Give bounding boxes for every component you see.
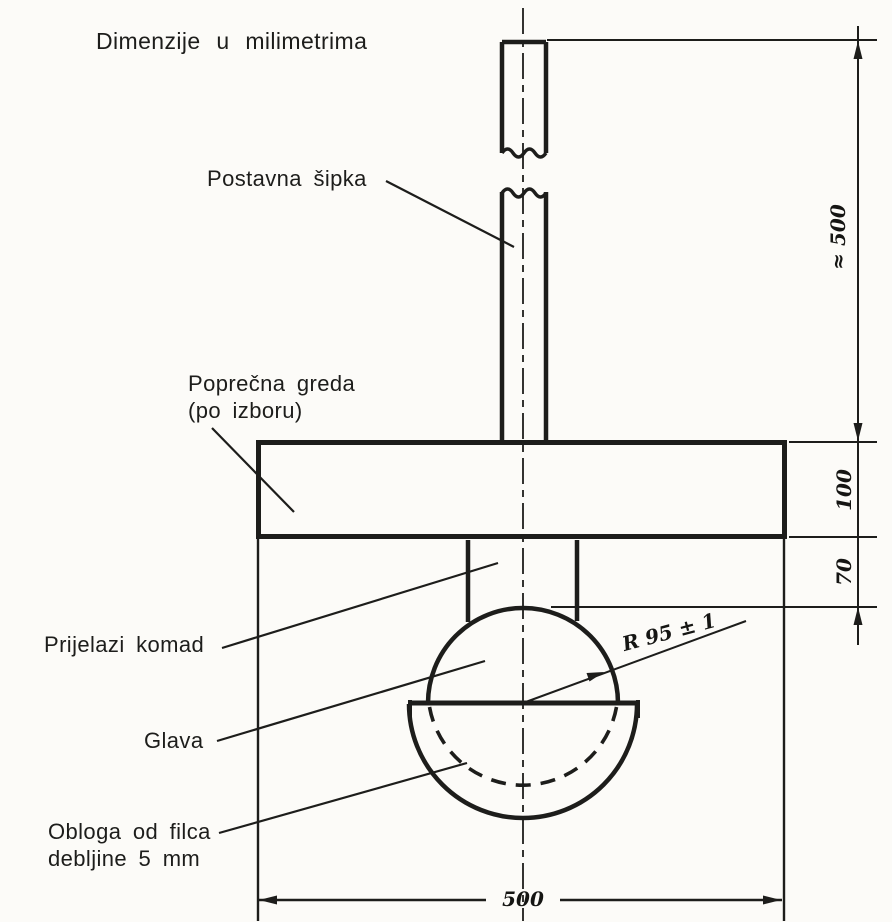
dim-rod-height: ≈ 500 bbox=[826, 204, 850, 270]
label-felt-line1: Obloga od filca bbox=[48, 819, 211, 844]
radius-line bbox=[522, 620, 747, 704]
cross-beam-shape bbox=[256, 440, 787, 539]
leader-head bbox=[216, 659, 486, 743]
arrow-up-icon bbox=[853, 607, 863, 625]
label-cross-beam-line2: (po izboru) bbox=[188, 398, 303, 423]
setting-rod-shape bbox=[499, 39, 549, 441]
leader-beam bbox=[211, 427, 295, 513]
dim-beam-height: 100 bbox=[832, 469, 856, 511]
arrow-down-icon bbox=[853, 423, 863, 441]
label-felt-line2: debljine 5 mm bbox=[48, 846, 201, 871]
label-head: Glava bbox=[144, 728, 204, 753]
leader-rod bbox=[385, 180, 515, 248]
label-cross-beam: Poprečna greda (po izboru) bbox=[188, 370, 355, 424]
felt-outer-arc bbox=[406, 703, 640, 821]
extension-lines bbox=[256, 39, 877, 921]
dim-base-width: 500 bbox=[502, 887, 544, 911]
arrow-radius-icon bbox=[586, 672, 604, 682]
head-hidden-arc-dashed bbox=[427, 706, 619, 787]
label-transition-piece: Prijelazi komad bbox=[44, 632, 205, 657]
break-wave-upper bbox=[500, 147, 548, 159]
head-shape bbox=[425, 605, 621, 787]
leader-transition bbox=[221, 561, 499, 650]
break-wave-lower bbox=[500, 187, 548, 199]
drawing-title: Dimenzije u milimetrima bbox=[96, 28, 368, 54]
label-setting-rod: Postavna šipka bbox=[207, 166, 367, 191]
label-felt-cover: Obloga od filca debljine 5 mm bbox=[48, 818, 211, 872]
dim-transition-height: 70 bbox=[832, 558, 856, 586]
leader-felt bbox=[218, 761, 468, 835]
arrowheads bbox=[259, 41, 863, 905]
arrow-up-icon bbox=[853, 41, 863, 59]
dimension-lines bbox=[258, 26, 859, 902]
arrow-right-icon bbox=[763, 895, 781, 905]
label-cross-beam-line1: Poprečna greda bbox=[188, 371, 356, 396]
head-upper-arc bbox=[425, 605, 621, 704]
leader-lines bbox=[211, 180, 515, 835]
arrow-left-icon bbox=[259, 895, 277, 905]
